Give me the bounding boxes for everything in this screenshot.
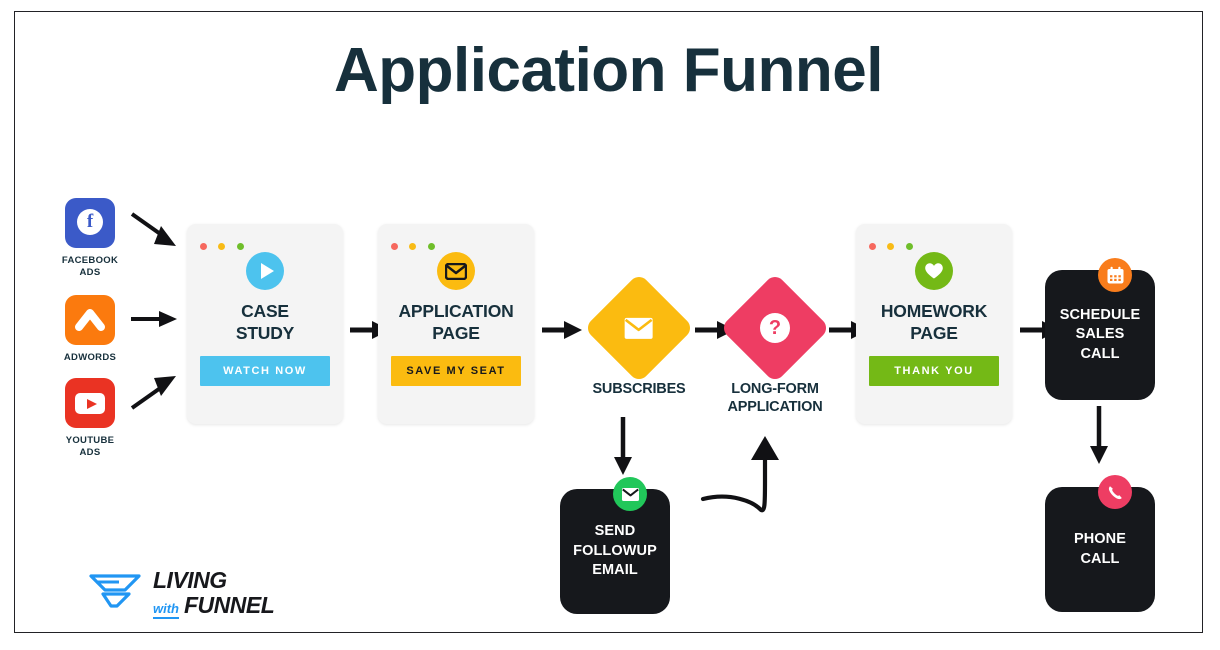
funnel-icon	[89, 574, 141, 608]
schedule-sales-call-body: SCHEDULE SALES CALL	[1045, 270, 1155, 400]
window-maximize-dot	[236, 243, 244, 250]
source-label-youtube-line2: ADS	[79, 446, 101, 458]
card-case-study[interactable]: CASE STUDY WATCH NOW	[187, 224, 343, 424]
envelope-icon	[437, 252, 475, 290]
card-homework-page[interactable]: HOMEWORK PAGE THANK YOU	[856, 224, 1012, 424]
node-long-form-application[interactable]: ? LONG-FORM APPLICATION	[715, 272, 835, 416]
label-subscribes: SUBSCRIBES	[592, 381, 686, 397]
question-mark-icon: ?	[760, 313, 790, 343]
arrow-youtube-to-case-study	[130, 376, 176, 410]
window-maximize-dot	[427, 243, 435, 250]
window-traffic-lights	[200, 237, 251, 255]
window-minimize-dot	[887, 243, 895, 250]
send-followup-email-body: SEND FOLLOWUP EMAIL	[560, 489, 670, 614]
window-traffic-lights	[391, 237, 442, 255]
long-form-application-diamond: ?	[719, 272, 831, 384]
envelope-icon	[613, 477, 647, 511]
window-close-dot	[869, 243, 876, 250]
arrow-facebook-to-case-study	[130, 212, 176, 246]
arrow-application-page-to-subscribes	[542, 321, 582, 339]
heart-icon	[915, 252, 953, 290]
window-minimize-dot	[218, 243, 226, 250]
logo-word-living: LIVING	[153, 567, 227, 593]
adwords-icon	[65, 295, 115, 345]
source-label-adwords: ADWORDS	[63, 352, 117, 363]
calendar-icon	[1098, 258, 1132, 292]
window-close-dot	[200, 243, 207, 250]
envelope-icon	[624, 317, 654, 340]
diagram-canvas: Application Funnel f FACEBOOK ADS ADWORD…	[14, 11, 1203, 633]
window-minimize-dot	[409, 243, 417, 250]
arrow-subscribes-to-send-followup-email	[614, 417, 632, 475]
arrow-followup-email-to-long-form-application	[700, 436, 779, 513]
window-traffic-lights	[869, 237, 920, 255]
source-label-facebook-line2: ADS	[79, 266, 101, 278]
watch-now-button[interactable]: WATCH NOW	[200, 356, 330, 386]
source-label-facebook-line1: FACEBOOK	[61, 255, 119, 266]
youtube-icon	[65, 378, 115, 428]
logo-word-with: with	[153, 601, 179, 619]
arrow-adwords-to-case-study	[131, 311, 177, 327]
source-adwords[interactable]: ADWORDS	[35, 295, 145, 364]
card-title-homework-page: HOMEWORK PAGE	[880, 301, 988, 344]
node-schedule-sales-call[interactable]: SCHEDULE SALES CALL	[1045, 258, 1155, 400]
source-facebook-ads[interactable]: f FACEBOOK ADS	[35, 198, 145, 279]
node-subscribes[interactable]: SUBSCRIBES	[579, 272, 699, 399]
save-my-seat-button[interactable]: SAVE MY SEAT	[391, 356, 521, 386]
play-icon	[246, 252, 284, 290]
brand-logo[interactable]: LIVING with FUNNEL	[87, 567, 317, 619]
subscribes-diamond	[583, 272, 695, 384]
source-label-youtube-line1: YOUTUBE	[65, 435, 115, 446]
label-long-form-application: LONG-FORM APPLICATION	[727, 381, 823, 415]
label-phone-call: PHONE CALL	[1073, 530, 1127, 567]
label-schedule-sales-call: SCHEDULE SALES CALL	[1059, 306, 1141, 362]
label-send-followup-email: SEND FOLLOWUP EMAIL	[573, 523, 657, 579]
card-title-application-page: APPLICATION PAGE	[398, 301, 514, 344]
phone-icon	[1098, 475, 1132, 509]
page-title: Application Funnel	[334, 36, 883, 105]
window-close-dot	[391, 243, 398, 250]
thank-you-button[interactable]: THANK YOU	[869, 356, 999, 386]
logo-word-funnel: FUNNEL	[184, 592, 275, 618]
facebook-icon: f	[65, 198, 115, 248]
node-phone-call[interactable]: PHONE CALL	[1045, 475, 1155, 612]
source-youtube-ads[interactable]: YOUTUBE ADS	[35, 378, 145, 459]
node-send-followup-email[interactable]: SEND FOLLOWUP EMAIL	[560, 477, 670, 614]
arrow-schedule-sales-call-to-phone-call	[1090, 406, 1108, 464]
window-maximize-dot	[905, 243, 913, 250]
card-application-page[interactable]: APPLICATION PAGE SAVE MY SEAT	[378, 224, 534, 424]
phone-call-body: PHONE CALL	[1045, 487, 1155, 612]
card-title-case-study: CASE STUDY	[235, 301, 295, 344]
